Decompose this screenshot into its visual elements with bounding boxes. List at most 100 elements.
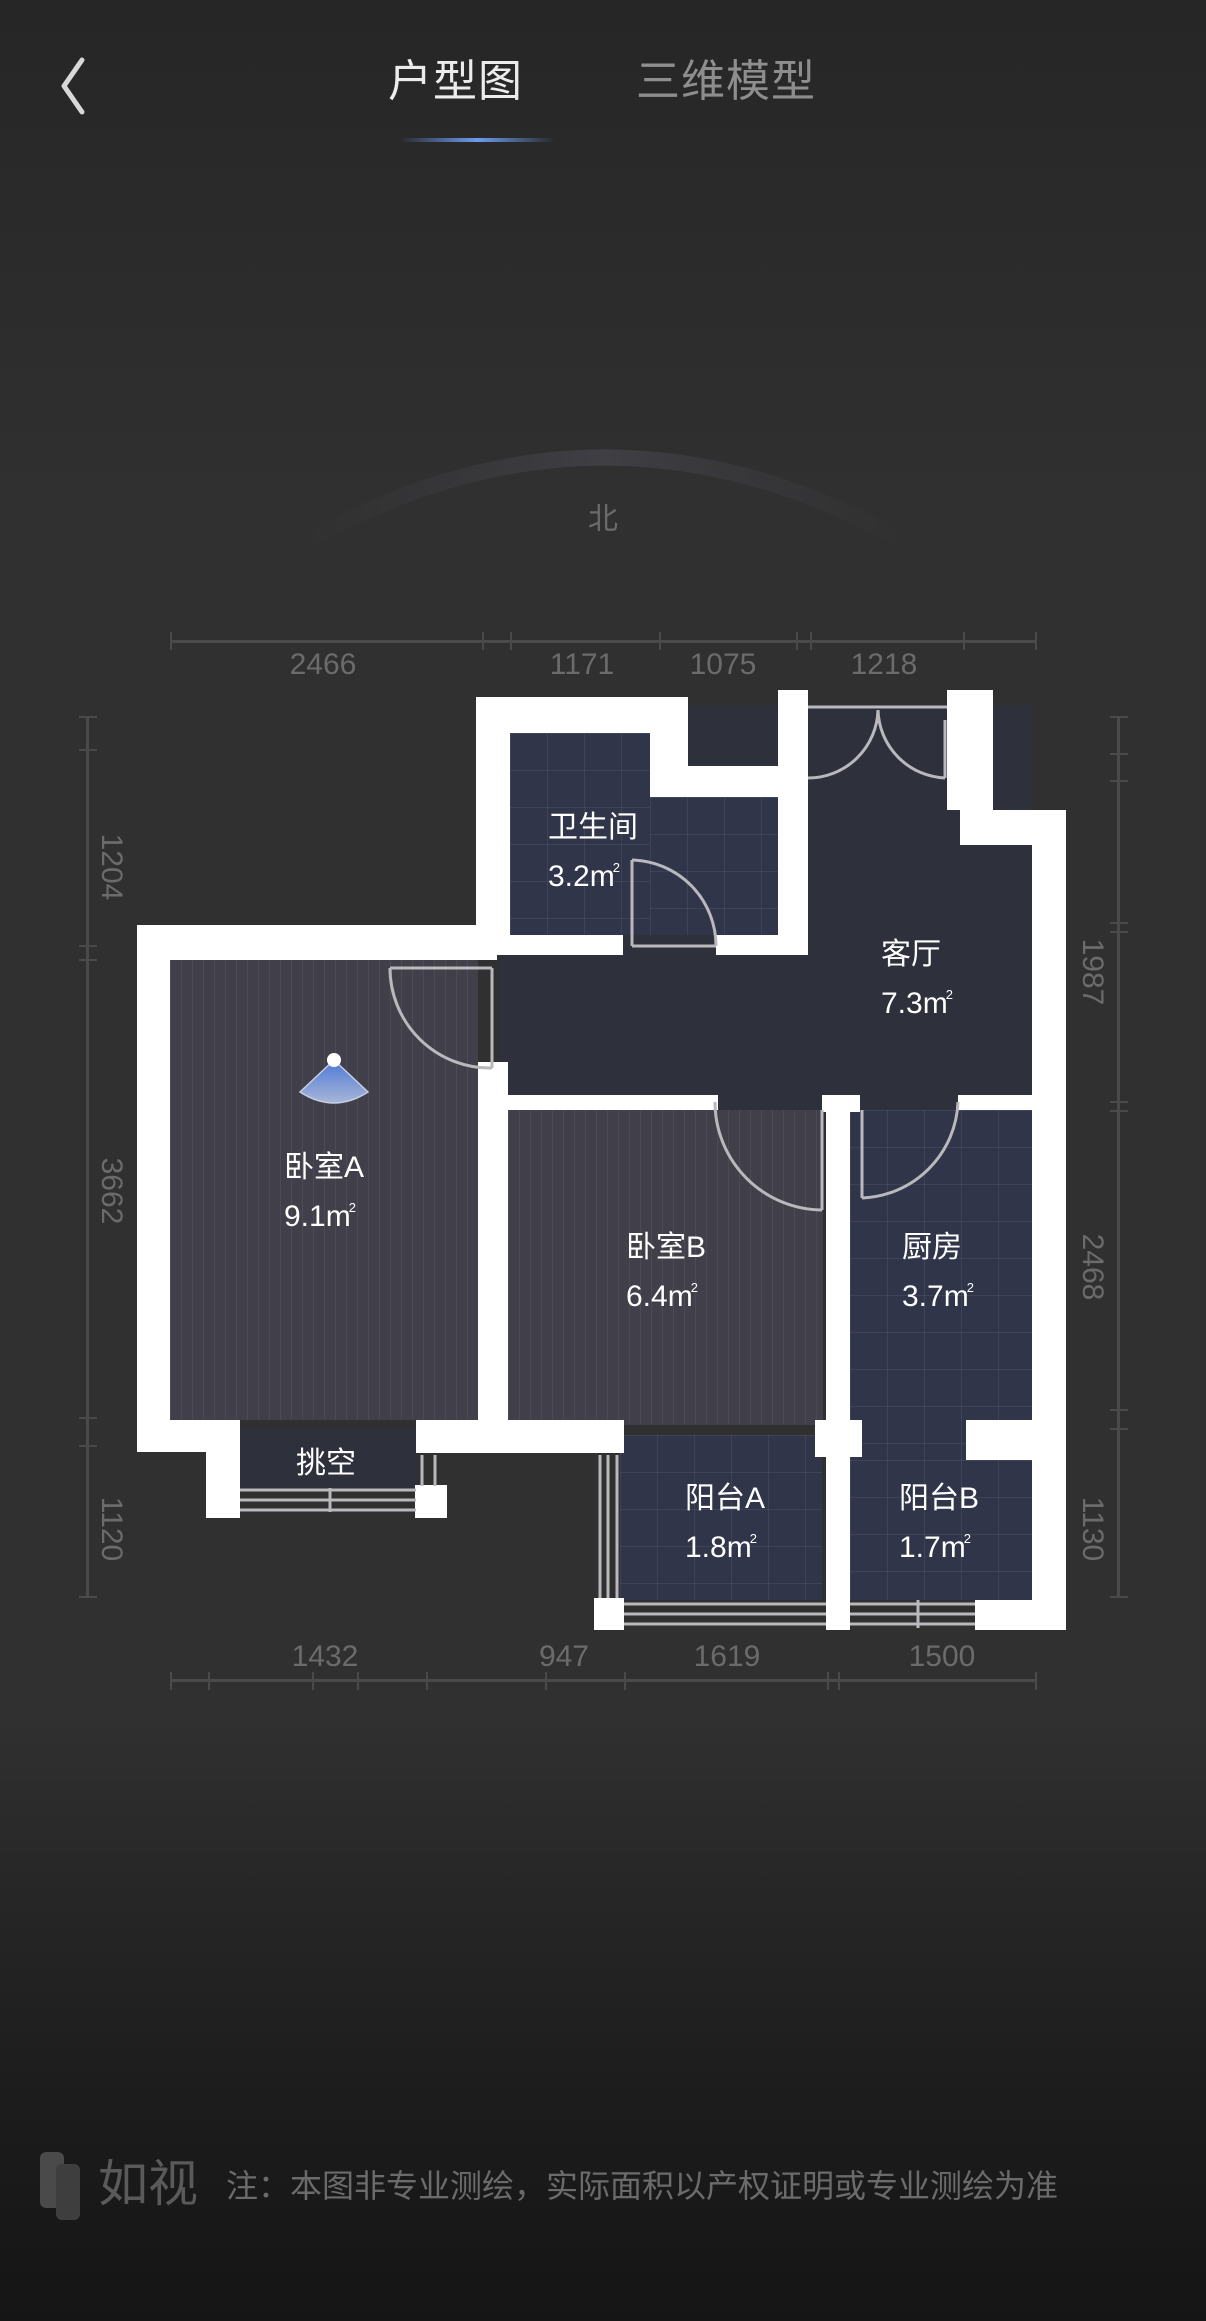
void-floor	[240, 1428, 418, 1488]
door-arc-icon	[388, 967, 493, 1070]
dimension-label: 1120	[95, 1496, 128, 1562]
room-area: 3.2m2	[548, 860, 620, 893]
door-arc-icon	[876, 709, 946, 780]
ruler-tick	[482, 632, 484, 650]
door-arc-icon	[631, 858, 718, 947]
wall	[958, 1095, 1032, 1110]
dimension-label: 1987	[1076, 938, 1109, 1006]
ruler-tick	[827, 1672, 829, 1690]
ruler-tick	[1110, 922, 1128, 924]
room-area: 6.4m2	[626, 1280, 698, 1313]
wall	[778, 690, 808, 955]
room-name: 厨房	[902, 1231, 962, 1264]
ruler-tick	[79, 1445, 97, 1447]
ruler-tick	[357, 1672, 359, 1690]
disclaimer-note: 注：本图非专业测绘，实际面积以产权证明或专业测绘为准	[226, 2168, 1059, 2204]
back-button[interactable]	[52, 50, 112, 120]
chevron-left-icon	[61, 57, 85, 115]
ruler-tick	[796, 632, 798, 650]
living-room-floor	[498, 705, 1032, 1110]
room-bathroom[interactable]: 卫生间 3.2m2	[548, 808, 638, 897]
room-area: 1.8m2	[685, 1531, 757, 1564]
right-dimension-ruler	[1117, 717, 1120, 1597]
ruler-tick	[624, 1672, 626, 1690]
ruler-tick	[312, 1672, 314, 1690]
ruler-tick	[963, 632, 965, 650]
balcony-a-floor	[620, 1435, 822, 1600]
ruler-tick	[208, 1672, 210, 1690]
room-balcony-a[interactable]: 阳台A 1.8m2	[685, 1479, 765, 1568]
room-bedroom-b[interactable]: 卧室B 6.4m2	[626, 1228, 706, 1317]
bathroom-floor-2	[650, 797, 788, 935]
ruler-tick	[79, 1417, 97, 1419]
left-dimension-ruler	[86, 717, 89, 1597]
ruler-tick	[1110, 1596, 1128, 1598]
ruler-tick	[1035, 632, 1037, 650]
room-balcony-b[interactable]: 阳台B 1.7m2	[899, 1479, 979, 1568]
camera-viewpoint-icon[interactable]	[296, 1050, 372, 1110]
wall	[960, 810, 1066, 845]
wall	[826, 1095, 850, 1630]
ruler-tick	[1110, 780, 1128, 782]
room-name: 客厅	[881, 938, 941, 971]
balcony-b-floor	[850, 1460, 1032, 1600]
ruler-tick	[426, 1672, 428, 1690]
wall	[960, 780, 990, 845]
room-name: 阳台B	[899, 1482, 980, 1515]
dimension-label: 2466	[289, 648, 357, 681]
wall	[650, 697, 688, 797]
dimension-label: 1130	[1076, 1496, 1109, 1562]
ruler-tick	[1035, 1672, 1037, 1690]
ruler-tick	[1110, 1110, 1128, 1112]
dimension-label: 1619	[693, 1640, 761, 1673]
brand-name: 如视	[98, 2156, 198, 2212]
ruler-tick	[810, 632, 812, 650]
kitchen-floor	[850, 1110, 1032, 1460]
bedroom-b-floor	[508, 1110, 823, 1425]
room-name: 阳台A	[685, 1482, 766, 1515]
door-window-overlay	[240, 705, 975, 1628]
wall	[478, 1062, 508, 1427]
wall	[594, 1598, 624, 1630]
ruler-tick	[510, 632, 512, 650]
room-name: 卫生间	[548, 811, 638, 844]
tab-3d-model[interactable]: 三维模型	[636, 57, 816, 106]
wall	[137, 925, 170, 1452]
dimension-label: 1432	[291, 1640, 359, 1673]
ruler-tick	[1110, 716, 1128, 718]
ruler-tick	[170, 632, 172, 650]
wall	[975, 1600, 1066, 1630]
dimension-label: 1171	[549, 648, 615, 681]
wall	[206, 1420, 240, 1518]
room-void[interactable]: 挑空	[296, 1444, 356, 1484]
compass-arc-icon	[296, 449, 914, 550]
bedroom-a-floor	[170, 960, 478, 1420]
door-arc-icon	[861, 1101, 960, 1200]
ruler-tick	[1110, 1428, 1128, 1430]
ruler-tick	[1110, 1409, 1128, 1411]
wall	[966, 1420, 1032, 1460]
door-arc-icon	[807, 709, 880, 780]
tab-floorplan[interactable]: 户型图	[388, 57, 523, 106]
wall	[476, 697, 688, 733]
floor-plan[interactable]: 卫生间 3.2m2 客厅 7.3m2 卧室A 9.1m2 卧室B 6.4m2 厨…	[0, 0, 1206, 1700]
room-bedroom-a[interactable]: 卧室A 9.1m2	[284, 1148, 364, 1237]
wall	[650, 766, 805, 797]
room-kitchen[interactable]: 厨房 3.7m2	[902, 1228, 974, 1317]
dimension-label: 2468	[1076, 1233, 1109, 1301]
room-living-room[interactable]: 客厅 7.3m2	[881, 935, 953, 1024]
active-tab-indicator	[400, 138, 555, 142]
room-area: 7.3m2	[881, 987, 953, 1020]
wall	[137, 925, 497, 960]
wall	[815, 1420, 862, 1457]
wall	[947, 690, 993, 810]
wall	[716, 935, 808, 955]
brand-logo-icon	[40, 2152, 80, 2220]
ruler-tick	[79, 749, 97, 751]
ruler-tick	[1110, 931, 1128, 933]
door-arc-icon	[713, 1101, 823, 1212]
room-area: 1.7m2	[899, 1531, 971, 1564]
compass-north-label: 北	[588, 503, 618, 536]
ruler-tick	[79, 945, 97, 947]
dimension-label: 1218	[850, 648, 918, 681]
